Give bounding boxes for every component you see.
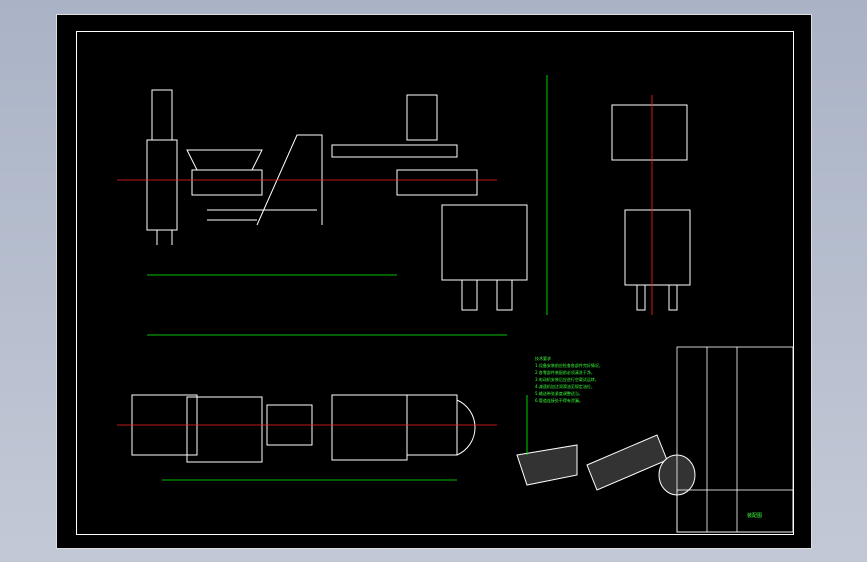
dewaterer: [406, 94, 438, 141]
iso-conveyor: [586, 434, 668, 491]
drawing-border: [76, 31, 794, 535]
hopper: [186, 149, 263, 171]
cad-drawing: [117, 75, 794, 533]
tech-notes: 技术要求 1.设备安装前应检查各部件完好情况， 2.各零部件装配前必须清洗干净，…: [535, 355, 675, 404]
note-line: 5.输送带张紧度调整适当，: [535, 391, 583, 396]
motor: [151, 89, 173, 141]
screw-housing: [191, 169, 263, 196]
parts-list: [676, 346, 794, 533]
drawing-sheet: 技术要求 1.设备安装前应检查各部件完好情况， 2.各零部件装配前必须清洗干净，…: [56, 14, 812, 549]
end-view-tank: [624, 209, 691, 286]
title-block-label: 装配图: [747, 513, 763, 519]
plan-hopper: [186, 396, 263, 463]
tank: [441, 204, 528, 281]
horizontal-conveyor: [331, 144, 458, 158]
crusher-frame: [146, 139, 178, 231]
iso-machine-1: [516, 444, 578, 486]
note-line: 6.管道连接处不得有泄漏。: [535, 398, 583, 403]
tech-notes-title: 技术要求: [535, 356, 551, 361]
plan-tank: [331, 394, 408, 461]
note-line: 2.各零部件装配前必须清洗干净，: [535, 370, 595, 375]
extruder: [396, 169, 478, 196]
title-block: [676, 489, 794, 533]
note-line: 1.设备安装前应检查各部件完好情况，: [535, 363, 603, 368]
note-line: 4.减速机加注润滑油至规定油位，: [535, 384, 595, 389]
end-view-top: [611, 104, 688, 161]
note-line: 3.电动机安装后应进行空载试运转，: [535, 377, 599, 382]
